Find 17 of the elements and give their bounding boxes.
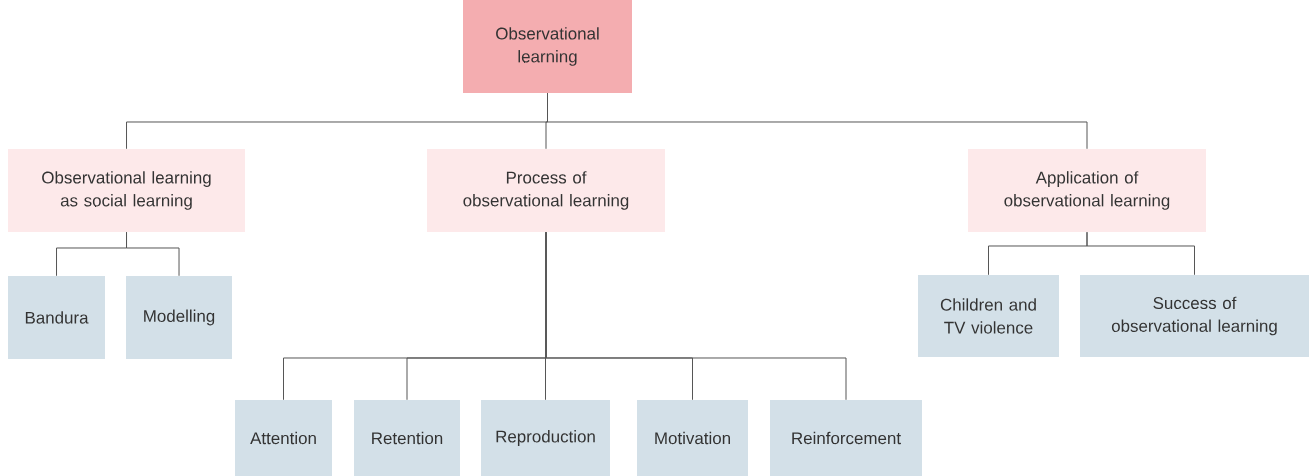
concept-box: Retention — [354, 400, 460, 476]
connector-line — [545, 231, 847, 401]
connector-line — [126, 231, 180, 277]
subtopic-box: Observational learning as social learning — [8, 149, 245, 232]
concept-box: Reproduction — [481, 400, 610, 476]
connector-line — [1086, 231, 1195, 276]
concept-box: Reinforcement — [770, 400, 922, 476]
subtopic-box: Process of observational learning — [427, 149, 665, 232]
concept-box: Motivation — [637, 400, 748, 476]
concept-box: Success of observational learning — [1080, 275, 1309, 357]
topic-box: Observational learning — [463, 0, 632, 93]
subtopic-box: Application of observational learning — [968, 149, 1206, 232]
concept-box: Attention — [235, 400, 332, 476]
connector-line — [547, 92, 1088, 150]
concept-box: Bandura — [8, 276, 105, 359]
concept-box: Modelling — [126, 276, 232, 359]
concept-box: Children and TV violence — [918, 275, 1059, 357]
